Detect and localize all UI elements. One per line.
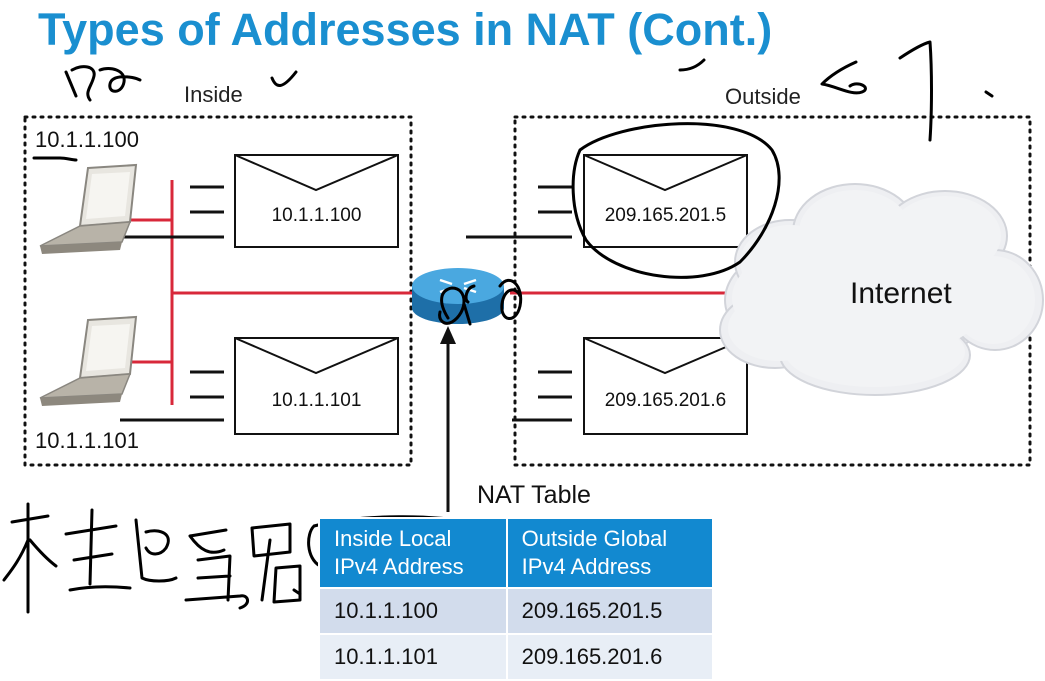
laptop-icon-1	[39, 163, 138, 254]
header-inside-local: Inside Local IPv4 Address	[318, 517, 508, 589]
table-row: 10.1.1.100 209.165.201.5	[318, 587, 715, 635]
envelope-outside-top	[583, 154, 748, 248]
envelope-inside-bottom	[234, 337, 399, 435]
header-outside-global: Outside Global IPv4 Address	[505, 517, 715, 589]
table-cell: 209.165.201.6	[505, 633, 715, 681]
nat-table-title: NAT Table	[477, 481, 591, 509]
envelope-outside-bottom-address: 209.165.201.6	[604, 390, 727, 411]
envelope-inside-top-address: 10.1.1.100	[271, 205, 362, 226]
page-title: Types of Addresses in NAT (Cont.)	[38, 4, 773, 55]
host-address-label-1: 10.1.1.100	[35, 127, 139, 152]
header-outside-global-line1: Outside Global	[521, 526, 668, 551]
envelope-inside-bottom-address: 10.1.1.101	[271, 390, 362, 411]
table-cell: 209.165.201.5	[505, 587, 715, 635]
table-cell: 10.1.1.100	[318, 587, 508, 635]
router-icon	[412, 268, 504, 324]
network-links	[110, 180, 730, 405]
header-inside-local-line1: Inside Local	[334, 526, 452, 551]
envelope-inside-top	[234, 154, 399, 248]
outside-zone-label: Outside	[725, 84, 801, 109]
handwriting-annotations	[2, 40, 994, 614]
envelope-outside-bottom	[583, 337, 748, 435]
envelope-outside-top-address: 209.165.201.5	[604, 205, 727, 226]
inside-zone-box	[23, 115, 413, 467]
nat-arrow	[440, 326, 456, 512]
packet-lines	[120, 185, 572, 422]
header-inside-local-line2: IPv4 Address	[334, 554, 464, 579]
internet-label: Internet	[850, 277, 952, 310]
envelopes	[234, 154, 748, 435]
header-outside-global-line2: IPv4 Address	[521, 554, 652, 579]
table-row: 10.1.1.101 209.165.201.6	[318, 633, 715, 681]
nat-table: Inside Local IPv4 Address Outside Global…	[318, 517, 715, 681]
internet-cloud-fill	[728, 190, 1035, 387]
inside-zone-label: Inside	[184, 82, 243, 107]
nat-table-header-row: Inside Local IPv4 Address Outside Global…	[318, 517, 715, 589]
host-address-label-2: 10.1.1.101	[35, 428, 139, 453]
table-cell: 10.1.1.101	[318, 633, 508, 681]
laptop-icon-2	[39, 315, 138, 406]
